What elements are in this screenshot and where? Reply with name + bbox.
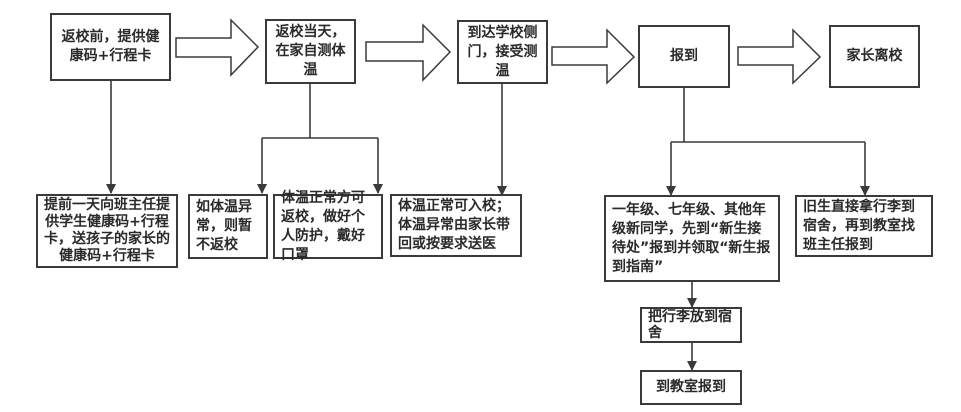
step-self-check: 返校当天，在家自测体温 xyxy=(265,19,356,84)
step-parent-leave: 家长离校 xyxy=(829,25,920,88)
note-abnormal-home: 如体温异常，则暂不返校 xyxy=(188,194,268,259)
note-text: 体温正常可入校；体温异常由家长带回或按要求送医 xyxy=(398,198,510,252)
step-text: 返校当天，在家自测体温 xyxy=(275,24,346,78)
note-old-students: 旧生直接拿行李到宿舍，再到教室找班主任报到 xyxy=(795,195,933,257)
step-text: 返校前，提供健康码+行程卡 xyxy=(61,29,160,64)
step-text: 到达学校侧门，接受测温 xyxy=(467,24,538,79)
step-register: 报到 xyxy=(638,25,730,88)
note-text: 把行李放到宿舍 xyxy=(648,309,732,341)
note-text: 旧生直接拿行李到宿舍，再到教室找班主任报到 xyxy=(803,198,915,253)
note-gate-check: 体温正常可入校；体温异常由家长带回或按要求送医 xyxy=(390,194,522,257)
step-text: 家长离校 xyxy=(846,48,903,64)
note-new-students: 一年级、七年级、其他年级新同学，先到“新生接待处”报到并领取“新生报到指南” xyxy=(604,195,780,282)
block-arrow-4 xyxy=(737,28,822,85)
note-text: 体温正常方可返校，做好个人防护，戴好口罩 xyxy=(281,189,365,263)
note-prepare: 提前一天向班主任提供学生健康码+行程卡，送孩子的家长的健康码+行程卡 xyxy=(36,194,178,268)
block-arrow-2 xyxy=(365,23,452,82)
block-arrow-3 xyxy=(551,28,636,85)
note-luggage: 把行李放到宿舍 xyxy=(640,307,742,343)
block-arrow-1 xyxy=(175,18,260,77)
note-text: 一年级、七年级、其他年级新同学，先到“新生接待处”报到并领取“新生报到指南” xyxy=(612,201,771,275)
note-text: 到教室报到 xyxy=(656,379,726,395)
note-classroom: 到教室报到 xyxy=(640,370,742,405)
step-before-return: 返校前，提供健康码+行程卡 xyxy=(50,13,171,81)
note-text: 如体温异常，则暂不返校 xyxy=(196,199,252,253)
note-text: 提前一天向班主任提供学生健康码+行程卡，送孩子的家长的健康码+行程卡 xyxy=(44,197,170,264)
step-gate: 到达学校侧门，接受测温 xyxy=(457,20,548,84)
step-text: 报到 xyxy=(670,48,698,64)
note-normal-home: 体温正常方可返校，做好个人防护，戴好口罩 xyxy=(273,190,383,263)
